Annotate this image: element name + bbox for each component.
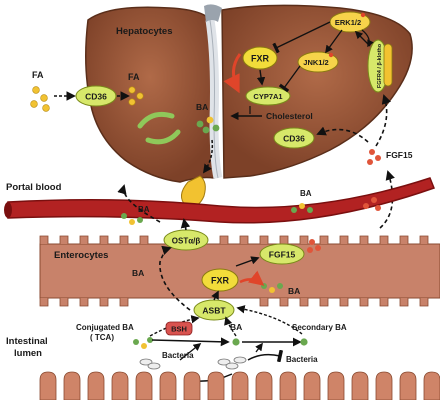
- svg-text:FGFR4 / β-klotho: FGFR4 / β-klotho: [377, 43, 383, 88]
- fgf15-dot-icon: [367, 149, 381, 165]
- ba-blood-right-dots: [291, 203, 313, 213]
- svg-text:CYP7A1: CYP7A1: [253, 92, 282, 101]
- enterocytes-label: Enterocytes: [54, 250, 108, 261]
- svg-text:BSH: BSH: [171, 325, 187, 334]
- fatty-acid-dots-right: [128, 86, 144, 106]
- intestinal-label: Intestinal: [6, 336, 48, 347]
- svg-text:FGF15: FGF15: [269, 250, 296, 260]
- ba-enterocyte-right-dots: [261, 283, 283, 293]
- fgfr4-receptor: FGFR4 / β-klotho: [367, 39, 393, 93]
- erk-kinase: ERK1/2: [329, 11, 371, 33]
- svg-text:CD36: CD36: [85, 92, 107, 102]
- fxr-liver: FXR: [242, 46, 278, 70]
- fatty-acid-dots-left: [30, 86, 50, 112]
- ba-lumen-label: BA: [230, 322, 242, 332]
- ba-enterocyte-right-label: BA: [288, 286, 300, 296]
- cd36-receptor-top: CD36: [75, 85, 117, 107]
- ba-lumen-dot: [232, 338, 240, 346]
- svg-text:CD36: CD36: [283, 134, 305, 144]
- fxr-enterocyte: FXR: [201, 268, 239, 292]
- fgf15-blood-dots: [363, 197, 381, 211]
- enterocyte-layer: [39, 235, 440, 307]
- ost-transporter: OSTα/β: [163, 229, 209, 251]
- conjugated-ba-dots: [133, 337, 153, 349]
- svg-text:FXR: FXR: [251, 54, 270, 64]
- secondary-ba-dot: [300, 338, 308, 346]
- svg-text:ERK1/2: ERK1/2: [335, 18, 361, 27]
- intestinal-villi: [39, 371, 440, 400]
- fgf15-secretion-dots: [307, 239, 321, 253]
- cyp7a1-enzyme: CYP7A1: [245, 86, 291, 106]
- cholesterol-label: Cholesterol: [266, 111, 313, 121]
- bacteria-icon: [139, 356, 247, 370]
- svg-text:FXR: FXR: [211, 276, 230, 286]
- recycle-arrows-icon: [137, 111, 181, 145]
- hepatocytes-label: Hepatocytes: [116, 26, 173, 37]
- portal-blood-vessel: [4, 177, 435, 224]
- fa-label-left: FA: [32, 70, 44, 80]
- bsh-enzyme: BSH: [165, 321, 193, 336]
- svg-text:OSTα/β: OSTα/β: [172, 237, 201, 246]
- cd36-receptor-liver: CD36: [273, 127, 315, 149]
- lumen-label: lumen: [14, 348, 42, 359]
- svg-text:ASBT: ASBT: [202, 306, 226, 316]
- secondary-ba-label: Secondary BA: [292, 323, 347, 332]
- ba-enterocyte-left-label: BA: [132, 268, 144, 278]
- tca-label: ( TCA): [90, 333, 114, 342]
- portal-blood-label: Portal blood: [6, 182, 62, 193]
- jnk-kinase: JNK1/2: [297, 51, 339, 73]
- ba-liver-label: BA: [196, 102, 208, 112]
- bile-acid-dot-icon: [196, 116, 220, 134]
- fgf15-enterocyte: FGF15: [259, 243, 305, 265]
- conjugated-ba-label: Conjugated BA: [76, 323, 134, 332]
- ba-blood-left-label: BA: [138, 205, 150, 214]
- ba-blood-right-label: BA: [300, 189, 312, 198]
- fa-label-right: FA: [128, 72, 140, 82]
- ba-blood-left-dots: [121, 213, 143, 225]
- bacteria-right-label: Bacteria: [286, 355, 318, 364]
- asbt-transporter: ASBT: [193, 299, 235, 321]
- fgf15-liver-label: FGF15: [386, 150, 413, 160]
- svg-text:JNK1/2: JNK1/2: [303, 58, 328, 67]
- bacteria-left-label: Bacteria: [162, 351, 194, 360]
